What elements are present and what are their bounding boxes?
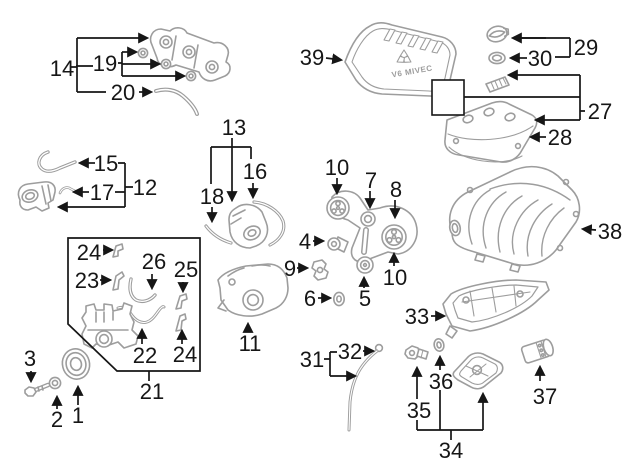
part-15-seal [37, 150, 77, 173]
part-27-caution-label [485, 76, 510, 93]
callout-35: 35 [407, 398, 431, 423]
callout-37: 37 [533, 384, 557, 409]
callout-24-bottom: 24 [173, 342, 197, 367]
callout-24-top: 24 [77, 240, 101, 265]
part-36-plug-gasket [433, 338, 445, 352]
leader-38-arrow [580, 224, 597, 236]
callout-9: 9 [284, 256, 296, 281]
sensor-callout-box [431, 79, 465, 116]
part-11-timing-cover [217, 263, 289, 317]
callout-29: 29 [574, 35, 598, 60]
part-19-orings [137, 47, 197, 82]
part-21-rear-cover [81, 302, 139, 349]
leader-12 [115, 162, 133, 207]
part-9-bracket [311, 259, 329, 281]
callout-13: 13 [222, 115, 246, 140]
part-24-seal-bottom [175, 313, 187, 332]
part-23-seal [112, 271, 125, 291]
callout-10-right: 10 [383, 265, 407, 290]
part-37-oil-filter [520, 338, 554, 364]
leader-27 [464, 75, 585, 120]
callout-18: 18 [200, 184, 224, 209]
part-20-pipe [154, 87, 199, 116]
callout-31: 31 [300, 347, 324, 372]
part-26-hose [128, 277, 157, 304]
part-14-bracket [149, 27, 231, 82]
part-5-pulley [356, 256, 374, 274]
part-6-washer [332, 291, 345, 307]
group-21-box [67, 237, 201, 372]
callout-21: 21 [140, 379, 164, 404]
callout-12: 12 [133, 175, 157, 200]
part-2-washer [48, 376, 62, 390]
part-30-cap-gasket [488, 51, 506, 65]
part-4-tensioner [327, 236, 349, 253]
callout-27: 27 [588, 99, 612, 124]
callout-2: 2 [51, 407, 63, 432]
callout-33: 33 [405, 304, 429, 329]
callout-32: 32 [338, 339, 362, 364]
callout-34: 34 [439, 438, 463, 463]
leader-14 [70, 38, 106, 93]
leader-39-arrow [325, 53, 344, 65]
part-33-oil-pan-upper [442, 279, 550, 339]
callout-15: 15 [94, 151, 118, 176]
part-7-pivot [360, 211, 376, 227]
part-38-intake-manifold [448, 165, 581, 273]
callout-28: 28 [548, 125, 572, 150]
callout-36: 36 [429, 369, 453, 394]
part-17-clip [58, 186, 77, 195]
callout-16: 16 [243, 159, 267, 184]
callout-4: 4 [299, 229, 311, 254]
callout-19: 19 [93, 51, 117, 76]
part-10-idler-pulley-left [326, 196, 350, 220]
callout-6: 6 [304, 286, 316, 311]
callout-1: 1 [72, 403, 84, 428]
callout-17: 17 [90, 180, 114, 205]
callout-39: 39 [300, 45, 324, 70]
callout-3: 3 [24, 346, 36, 371]
part-1-crank-pulley [61, 348, 91, 380]
part-shapes: V6 MIVEC [17, 22, 581, 432]
callout-5: 5 [359, 286, 371, 311]
mitsubishi-logo-icon [396, 49, 412, 63]
callout-14: 14 [50, 56, 74, 81]
part-16-seal [252, 200, 286, 247]
leader-19 [118, 52, 123, 76]
part-12-cover [17, 181, 56, 212]
callout-30: 30 [528, 46, 552, 71]
callout-8: 8 [390, 177, 402, 202]
callout-38: 38 [598, 219, 622, 244]
callout-labels: 14 19 20 15 17 12 13 16 18 39 29 30 27 2… [24, 35, 622, 463]
part-24-seal-top [112, 243, 124, 258]
callout-7: 7 [365, 168, 377, 193]
part-34-oil-pan-lower [452, 352, 504, 390]
callout-11: 11 [239, 331, 262, 356]
part-28-valve-cover [444, 100, 538, 163]
callout-lines [25, 32, 597, 440]
callout-23: 23 [75, 268, 99, 293]
callout-26: 26 [142, 249, 166, 274]
part-25-seal [175, 293, 188, 310]
part-13-cover [228, 203, 269, 249]
part-10-idler-pulley-right [381, 224, 407, 250]
callout-25: 25 [174, 257, 198, 282]
callout-20: 20 [111, 80, 135, 105]
leader-31 [324, 351, 337, 376]
leader-13 [210, 146, 252, 184]
part-3-bolt [24, 382, 51, 397]
part-18-seal [204, 224, 233, 245]
callout-10-left: 10 [325, 155, 349, 180]
callout-22: 22 [133, 343, 157, 368]
leader-34 [416, 390, 483, 440]
part-39-engine-cover: V6 MIVEC [344, 22, 457, 97]
part-35-drain-plug [404, 345, 429, 360]
part-29-oil-cap [486, 25, 510, 43]
